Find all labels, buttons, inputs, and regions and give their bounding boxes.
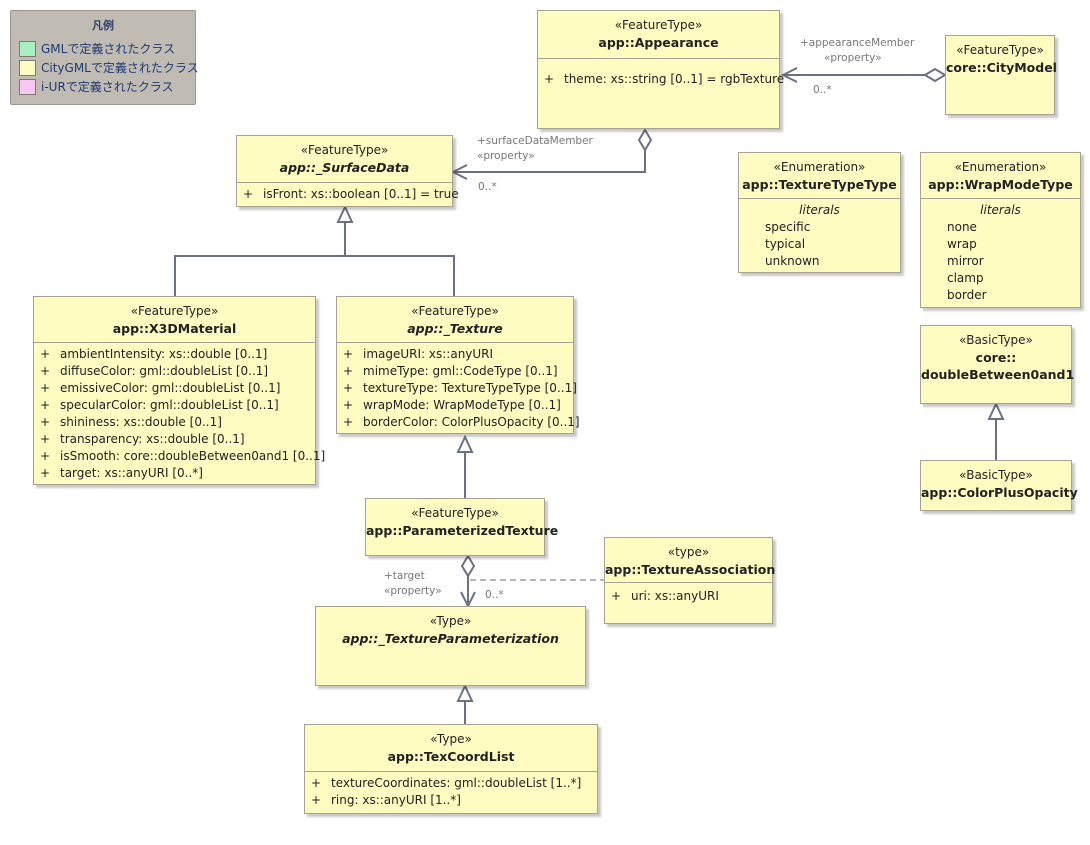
literal-compartment: literals specific typical unknown	[739, 198, 900, 272]
literal-item: typical	[765, 237, 806, 251]
attribute-row: +specularColor: gml::doubleList [0..1]	[40, 398, 279, 412]
target-stereotype: «property»	[384, 585, 442, 597]
class-name: app::TextureTypeType	[742, 177, 897, 192]
attribute-compartment: +theme: xs::string [0..1] = rgbTexture	[538, 58, 785, 128]
literal-item: none	[947, 220, 977, 234]
attribute-row: +isFront: xs::boolean [0..1] = true	[243, 187, 459, 201]
class-name: app::ParameterizedTexture	[366, 523, 559, 538]
class-texcoordlist[interactable]: «Type» app::TexCoordList +textureCoordin…	[304, 724, 598, 814]
literal-item: clamp	[947, 271, 984, 285]
legend-swatch-iur	[19, 79, 36, 95]
class-x3dmaterial[interactable]: «FeatureType» app::X3DMaterial +ambientI…	[33, 296, 326, 485]
class-textureassociation[interactable]: «type» app::TextureAssociation +uri: xs:…	[604, 537, 776, 624]
class-name: app::_SurfaceData	[279, 160, 410, 175]
literal-item: border	[947, 288, 987, 302]
literals-header: literals	[799, 203, 840, 217]
class-surfacedata[interactable]: «FeatureType» app::_SurfaceData +isFront…	[236, 135, 459, 207]
class-textureparameterization[interactable]: «Type» app::_TextureParameterization	[315, 606, 586, 686]
attribute-row: +borderColor: ColorPlusOpacity [0..1]	[343, 415, 580, 429]
target-multiplicity: 0..*	[485, 589, 504, 601]
literal-item: specific	[765, 220, 811, 234]
legend: 凡例 GMLで定義されたクラス CityGMLで定義されたクラス i-URで定義…	[10, 10, 199, 105]
attribute-row: +imageURI: xs::anyURI	[343, 347, 494, 361]
appearance-member-multiplicity: 0..*	[813, 84, 832, 96]
legend-swatch-citygml	[19, 60, 36, 76]
attribute-row: +ambientIntensity: xs::double [0..1]	[40, 347, 268, 361]
class-stereotype: «FeatureType»	[130, 304, 219, 318]
literal-item: wrap	[947, 237, 977, 251]
appearance-member-role: +appearanceMember	[800, 37, 915, 49]
class-citymodel[interactable]: «FeatureType» core::CityModel	[945, 35, 1057, 115]
attribute-row: +textureCoordinates: gml::doubleList [1.…	[311, 776, 582, 790]
legend-title: 凡例	[92, 19, 114, 32]
class-texture[interactable]: «FeatureType» app::_Texture +imageURI: x…	[336, 296, 580, 434]
class-name-line2: doubleBetween0and1	[921, 367, 1075, 382]
legend-swatch-gml	[19, 41, 36, 57]
surface-data-member-multiplicity: 0..*	[478, 181, 497, 193]
attribute-row: +target: xs::anyURI [0..*]	[40, 466, 203, 480]
literal-item: unknown	[765, 254, 820, 268]
attribute-row: +textureType: TextureTypeType [0..1]	[343, 381, 577, 395]
class-name: app::WrapModeType	[928, 177, 1073, 192]
class-name: app::X3DMaterial	[112, 321, 237, 336]
class-stereotype: «FeatureType»	[411, 304, 499, 318]
enum-texturetypetype[interactable]: «Enumeration» app::TextureTypeType liter…	[738, 152, 901, 273]
class-stereotype: «Enumeration»	[954, 160, 1047, 174]
class-stereotype: «Type»	[429, 614, 472, 628]
attribute-row: +isSmooth: core::doubleBetween0and1 [0..…	[40, 449, 326, 463]
class-stereotype: «Type»	[430, 732, 472, 746]
surface-data-member-stereotype: «property»	[477, 150, 535, 162]
attribute-compartment: +imageURI: xs::anyURI +mimeType: gml::Co…	[337, 342, 580, 433]
appearance-member-stereotype: «property»	[824, 52, 882, 64]
target-role: +target	[384, 570, 425, 582]
class-name: app::TexCoordList	[387, 749, 515, 764]
class-stereotype: «FeatureType»	[614, 18, 703, 32]
class-name: core::CityModel	[946, 60, 1057, 75]
attribute-row: +shininess: xs::double [0..1]	[40, 415, 222, 429]
class-stereotype: «FeatureType»	[411, 506, 499, 520]
attribute-row: +transparency: xs::double [0..1]	[40, 432, 245, 446]
literal-item: mirror	[947, 254, 984, 268]
class-stereotype: «FeatureType»	[956, 43, 1044, 57]
attribute-row: +ring: xs::anyURI [1..*]	[311, 793, 461, 807]
attribute-row: +wrapMode: WrapModeType [0..1]	[343, 398, 561, 412]
generalization-surfacedata	[174, 222, 455, 296]
class-appearance[interactable]: «FeatureType» app::Appearance +theme: xs…	[537, 10, 785, 129]
class-name: app::ColorPlusOpacity	[921, 485, 1078, 500]
class-name: app::Appearance	[598, 35, 719, 50]
class-name: app::_Texture	[407, 321, 503, 336]
attribute-compartment: +uri: xs::anyURI	[605, 582, 772, 623]
class-name: app::_TextureParameterization	[342, 631, 559, 646]
attribute-row: +diffuseColor: gml::doubleList [0..1]	[40, 364, 269, 378]
attribute-row: +emissiveColor: gml::doubleList [0..1]	[40, 381, 281, 395]
class-stereotype: «FeatureType»	[300, 143, 389, 157]
class-stereotype: «BasicType»	[959, 333, 1033, 347]
enum-wrapmodetype[interactable]: «Enumeration» app::WrapModeType literals…	[920, 152, 1081, 308]
attribute-compartment: +textureCoordinates: gml::doubleList [1.…	[305, 771, 597, 813]
class-name: app::TextureAssociation	[605, 562, 776, 577]
attribute-compartment: +isFront: xs::boolean [0..1] = true	[237, 182, 459, 206]
class-stereotype: «type»	[667, 545, 710, 559]
class-doublebetween0and1[interactable]: «BasicType» core:: doubleBetween0and1	[920, 325, 1075, 404]
attribute-row: +uri: xs::anyURI	[611, 589, 719, 603]
literal-compartment: literals none wrap mirror clamp border	[921, 198, 1080, 307]
attribute-row: +theme: xs::string [0..1] = rgbTexture	[544, 72, 785, 86]
class-stereotype: «Enumeration»	[773, 160, 866, 174]
attribute-row: +mimeType: gml::CodeType [0..1]	[343, 364, 558, 378]
surface-data-member-role: +surfaceDataMember	[477, 135, 593, 147]
class-stereotype: «BasicType»	[959, 468, 1033, 482]
attribute-compartment: +ambientIntensity: xs::double [0..1] +di…	[34, 342, 326, 484]
literals-header: literals	[980, 203, 1021, 217]
class-name-line1: core::	[975, 350, 1017, 365]
class-parameterizedtexture[interactable]: «FeatureType» app::ParameterizedTexture	[365, 498, 559, 556]
class-colorplusopacity[interactable]: «BasicType» app::ColorPlusOpacity	[920, 460, 1078, 511]
